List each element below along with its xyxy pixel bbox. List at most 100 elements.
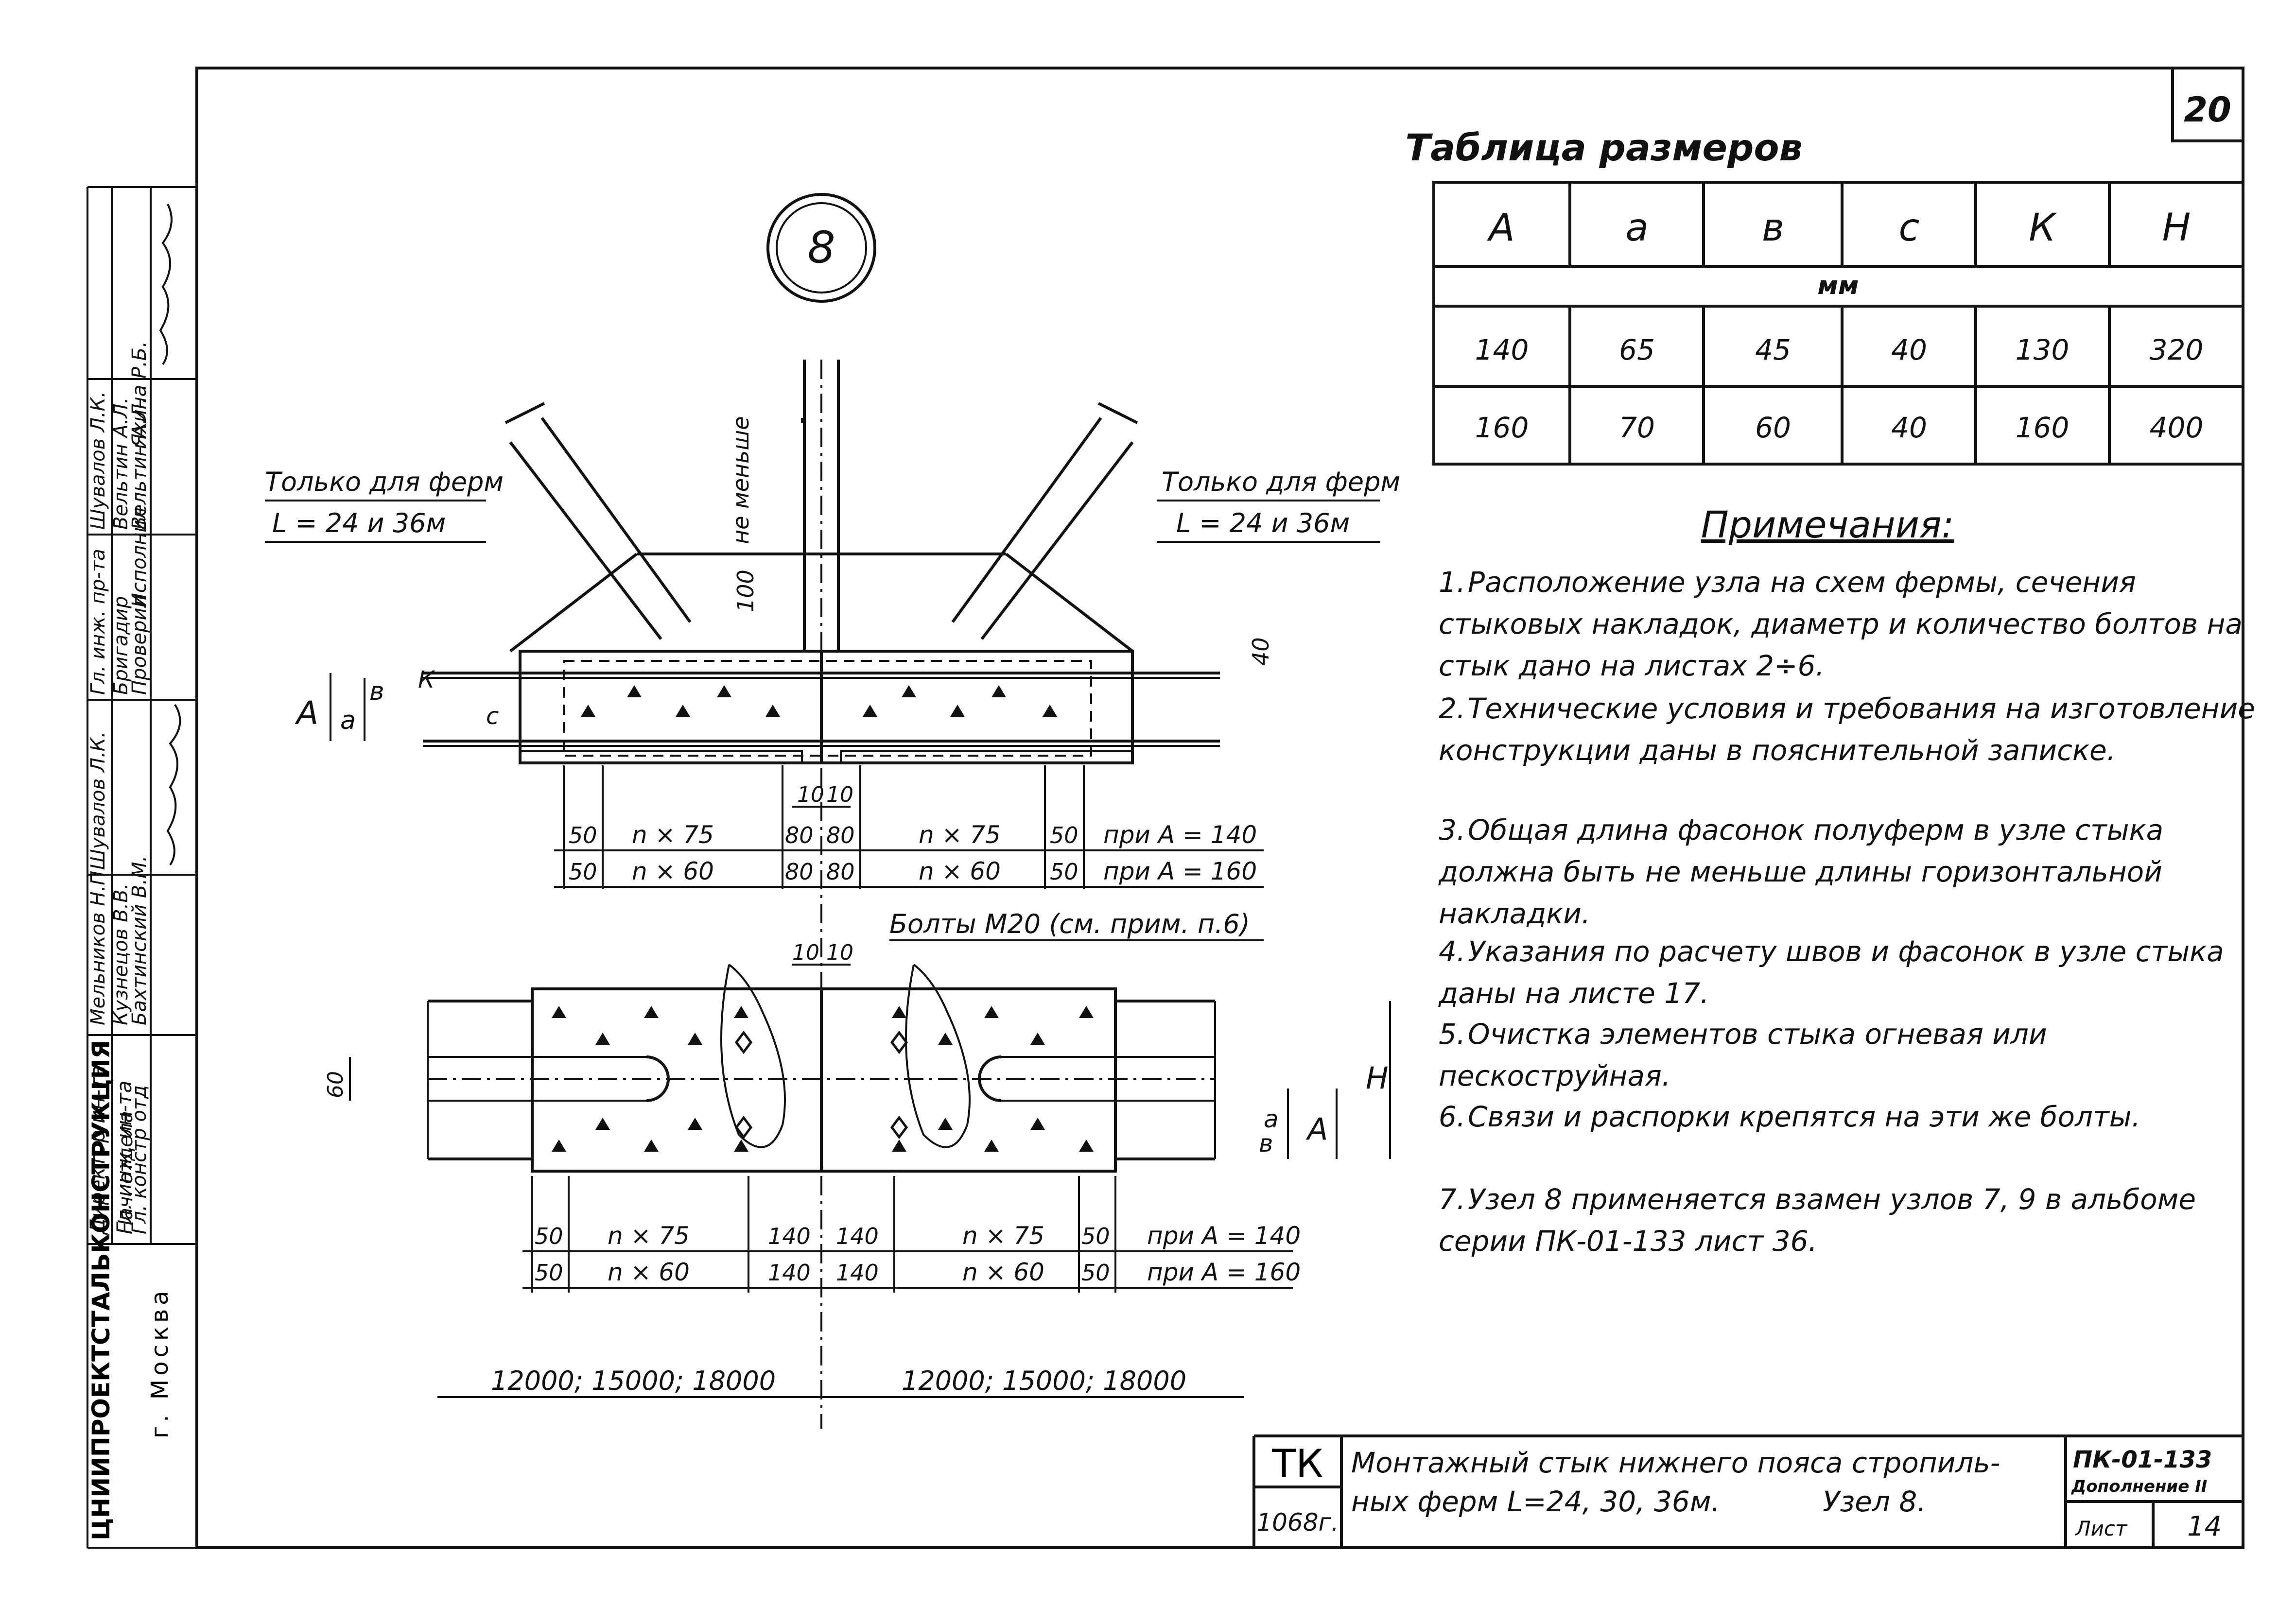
sheet-number-box: [2171, 67, 2244, 142]
label-K-upper: К: [418, 666, 435, 693]
tb-series: ПК-01-133: [2073, 1446, 2212, 1473]
only-for-trusses-left: Только для ферм: [265, 467, 504, 497]
n75-b: n × 75: [919, 821, 1001, 849]
dim-40: 40: [1248, 637, 1274, 666]
note-4-num: 4.: [1439, 935, 1466, 968]
cell-r0-c1: 65: [1619, 333, 1655, 366]
stamp-role-1: Гл. инж. ин-та: [112, 1081, 136, 1234]
dim-10-c: 10: [792, 940, 819, 965]
dim-50-g: 50: [535, 1260, 563, 1286]
dim-50-c: 50: [569, 859, 597, 885]
th-c: с: [1899, 206, 1920, 250]
org-city: г. Москва: [146, 1287, 174, 1438]
at-A160-upper: при А = 160: [1103, 857, 1257, 885]
sheet-number: 20: [2184, 90, 2231, 130]
stamp-role-5: Бригадир: [110, 596, 132, 695]
span-left: 12000; 15000; 18000: [491, 1365, 776, 1396]
stamp-name-3: Шувалов Л.К.: [87, 731, 109, 870]
label-c-upper: с: [486, 703, 499, 730]
cell-r0-c5: 320: [2150, 333, 2204, 366]
note-1-text: Расположение узла на схем фермы, сечения…: [1439, 566, 2243, 682]
plan-view: [427, 964, 1216, 1173]
note-3-text: Общая длина фасонок полуферм в узле стык…: [1439, 813, 2164, 930]
th-H: Н: [2162, 206, 2191, 250]
at-A140-upper: при А = 140: [1103, 821, 1257, 849]
dim-100: 100: [732, 570, 759, 612]
left-stamp: [87, 186, 197, 1549]
label-H-lower: Н: [1366, 1060, 1389, 1096]
th-A: А: [1486, 206, 1514, 250]
dim-50-h: 50: [1081, 1260, 1110, 1286]
note-5-num: 5.: [1439, 1018, 1466, 1051]
dim-80-b: 80: [826, 822, 855, 848]
cell-r1-c5: 400: [2150, 411, 2204, 444]
tb-supplement: Дополнение II: [2071, 1477, 2207, 1496]
dim-10-b: 10: [826, 782, 853, 807]
cell-r0-c0: 140: [1475, 333, 1529, 366]
size-table: [1432, 181, 2244, 466]
stamp-name-6: Вельтин А.Л.: [128, 397, 151, 530]
note-7: 7.Узел 8 применяется взамен узлов 7, 9 в…: [1439, 1178, 2265, 1262]
dim-80-d: 80: [826, 859, 855, 885]
tb-sheet-label: Лист: [2074, 1517, 2128, 1540]
note-1: 1.Расположение узла на схем фермы, сечен…: [1439, 561, 2265, 687]
stamp-name-7: Яхина Р.Б.: [128, 341, 151, 448]
tb-sheet-no: 14: [2187, 1511, 2222, 1542]
stamp-name-2: Бахтинский В.М.: [128, 856, 151, 1025]
signature-mark-2: [166, 704, 181, 866]
n60-d: n × 60: [962, 1258, 1044, 1286]
note-2: 2.Технические условия и требования на из…: [1439, 688, 2265, 771]
notes-title: Примечания:: [1701, 503, 1954, 546]
n75-d: n × 75: [962, 1222, 1044, 1250]
tb-title-line2: ных ферм L=24, 30, 36м.: [1351, 1485, 1720, 1518]
note-6-num: 6.: [1439, 1100, 1466, 1133]
stamp-role-6: Проверил: [128, 595, 151, 695]
stamp-role-7: Исполнил: [128, 507, 151, 607]
stamp-name-1: Кузнецов В.В.: [110, 883, 132, 1025]
cell-r1-c2: 60: [1755, 411, 1791, 444]
stamp-role-0: Директор ин-та: [86, 1065, 109, 1235]
label-A-upper: А: [295, 694, 318, 732]
stamp-name-0: Мельников Н.П.: [87, 864, 109, 1025]
org-name: ЦНИИПРОЕКТСТАЛЬКОНСТРУКЦИЯ: [87, 1040, 115, 1540]
n60-a: n × 60: [632, 857, 714, 885]
dim-140-d: 140: [836, 1260, 879, 1286]
cell-r0-c4: 130: [2016, 333, 2070, 366]
sheet-frame: [195, 67, 2244, 1549]
at-A140-lower: при А = 140: [1147, 1222, 1301, 1250]
note-7-text: Узел 8 применяется взамен узлов 7, 9 в а…: [1439, 1183, 2196, 1258]
node-marker-outer: [766, 193, 876, 303]
label-a-lower: а: [1264, 1105, 1279, 1133]
dim-50-b: 50: [1050, 822, 1078, 848]
label-v-upper: в: [369, 677, 384, 706]
dim-50-e: 50: [535, 1223, 563, 1249]
node-marker-inner: [776, 202, 867, 294]
note-3: 3.Общая длина фасонок полуферм в узле ст…: [1439, 809, 2265, 934]
note-6-text: Связи и распорки крепятся на эти же болт…: [1468, 1100, 2141, 1133]
th-K: К: [2029, 206, 2057, 250]
dim-140-c: 140: [768, 1260, 811, 1286]
stamp-name-4: Шувалов Л.К.: [87, 391, 109, 530]
note-2-num: 2.: [1439, 692, 1466, 725]
label-v-lower: в: [1259, 1129, 1273, 1158]
note-1-num: 1.: [1439, 566, 1466, 599]
cell-r1-c3: 40: [1891, 411, 1927, 444]
cell-r1-c1: 70: [1619, 411, 1655, 444]
stamp-name-5: Вельтин А.Л.: [110, 397, 132, 530]
node-marker-number: 8: [807, 222, 835, 273]
not-less-label: не меньше: [728, 416, 754, 544]
note-5-text: Очистка элементов стыка огневая или песк…: [1439, 1018, 2047, 1092]
tb-title-line1: Монтажный стык нижнего пояса стропиль-: [1351, 1446, 2000, 1479]
tb-node: Узел 8.: [1823, 1485, 1926, 1518]
n75-c: n × 75: [608, 1222, 690, 1250]
th-a: а: [1625, 206, 1649, 250]
note-4-text: Указания по расчету швов и фасонок в узл…: [1439, 935, 2224, 1010]
n60-c: n × 60: [608, 1258, 690, 1286]
n75-a: n × 75: [632, 821, 714, 849]
stamp-role-4: Гл. инж. пр-та: [87, 549, 109, 695]
dim-10-d: 10: [826, 940, 853, 965]
label-a-upper: а: [340, 706, 356, 735]
dim-50-f: 50: [1081, 1223, 1110, 1249]
stamp-role-2: Нач. отдела: [115, 1111, 137, 1234]
